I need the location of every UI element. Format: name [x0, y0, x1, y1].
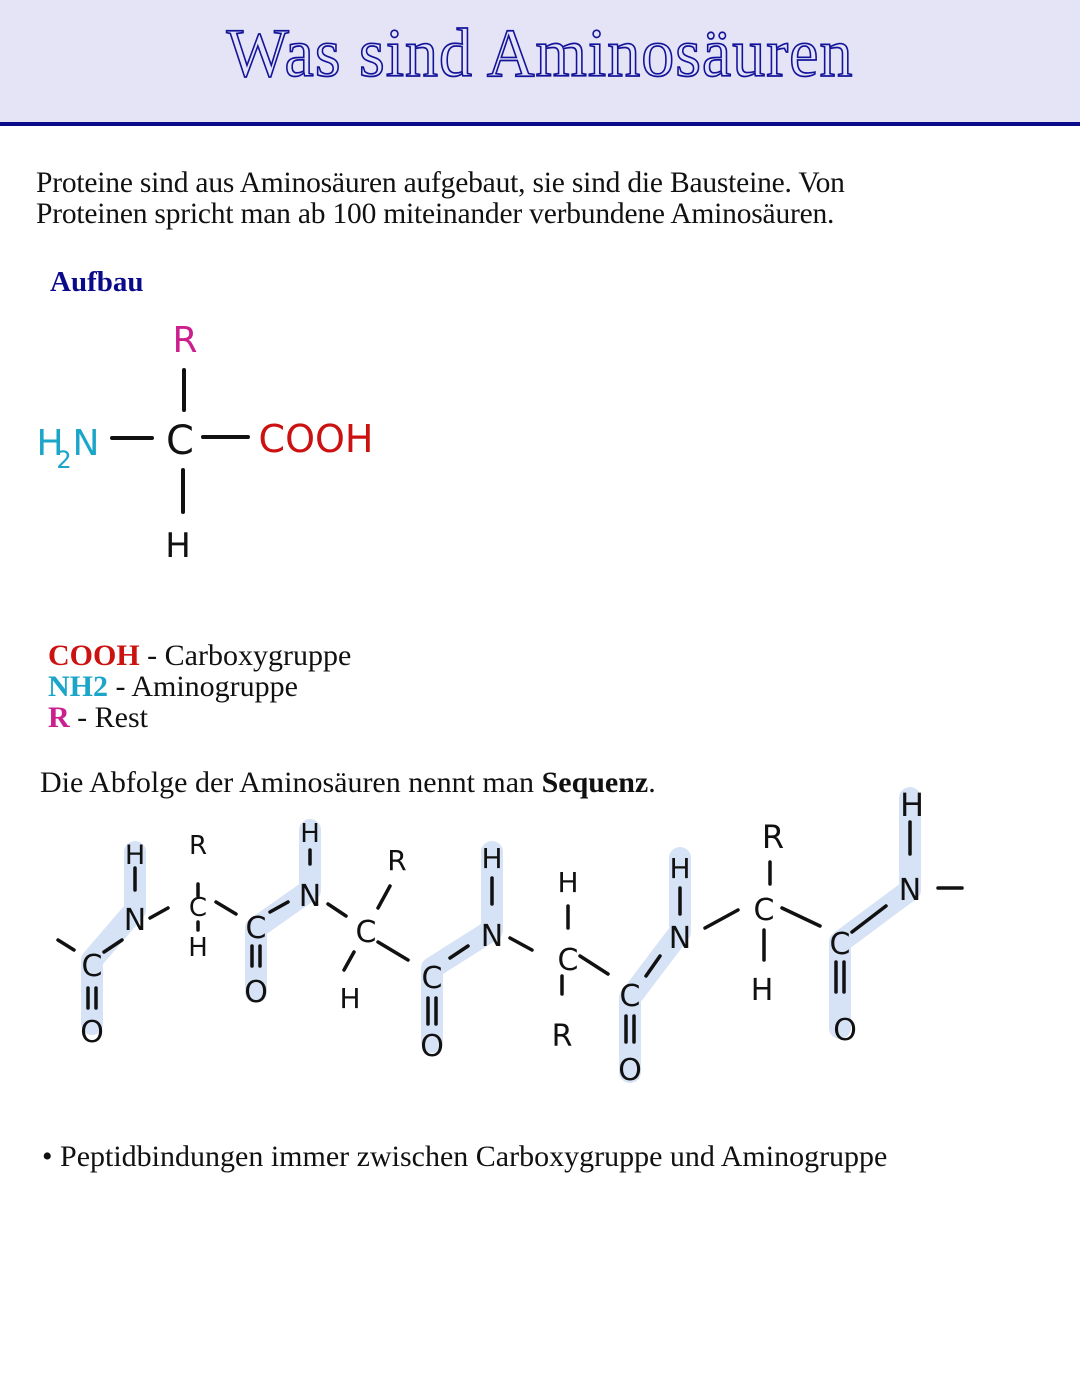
atom-h: H: [557, 866, 578, 899]
atom-n: N: [299, 879, 321, 914]
functional-group-legend: COOH - Carboxygruppe NH2 - Aminogruppe R…: [48, 640, 351, 733]
legend-item-amino: NH2 - Aminogruppe: [48, 671, 351, 702]
atom-c: C: [830, 927, 851, 962]
atom-n: N: [124, 903, 146, 938]
atom-h: H: [188, 933, 208, 963]
peptide-chain-diagram: C O N H C R H C O N H C R H C O N H C H …: [56, 786, 964, 1088]
page-title: Was sind Aminosäuren: [226, 14, 854, 92]
atom-r: R: [762, 818, 784, 856]
atom-h: H: [339, 982, 360, 1015]
intro-line-1: Proteine sind aus Aminosäuren aufgebaut,…: [36, 167, 845, 199]
amino-acid-structure-diagram: R H 2 N C COOH H: [36, 320, 374, 566]
bullet-text: Peptidbindungen immer zwischen Carboxygr…: [60, 1140, 888, 1173]
legend-item-rest: R - Rest: [48, 702, 351, 733]
legend-key-r: R: [48, 701, 70, 734]
atom-c: C: [620, 979, 641, 1014]
sequence-period: .: [648, 766, 656, 799]
structure-sub-2: 2: [56, 446, 71, 474]
structure-n-label: N: [73, 423, 100, 464]
atom-labels: C O N H C R H C O N H C R H C O N H C H …: [80, 786, 924, 1088]
atom-o: O: [80, 1015, 104, 1050]
atom-h: H: [900, 786, 924, 824]
legend-key-cooh: COOH: [48, 639, 140, 672]
atom-n: N: [481, 919, 503, 954]
atom-h: H: [481, 842, 502, 875]
atom-c: C: [246, 911, 267, 946]
structure-cooh-label: COOH: [259, 417, 374, 461]
atom-c: C: [422, 961, 443, 996]
legend-label-amino: Aminogruppe: [131, 670, 298, 703]
bullet-item: • Peptidbindungen immer zwischen Carboxy…: [42, 1140, 887, 1174]
atom-o: O: [244, 975, 268, 1010]
atom-o: O: [833, 1013, 857, 1048]
sequence-sentence: Die Abfolge der Aminosäuren nennt man Se…: [40, 766, 656, 800]
legend-label-carboxy: Carboxygruppe: [164, 639, 352, 672]
atom-c: C: [82, 949, 103, 984]
atom-h: H: [300, 819, 320, 849]
atom-c: C: [189, 893, 207, 923]
structure-c-label: C: [166, 418, 194, 464]
legend-key-nh2: NH2: [48, 670, 108, 703]
atom-r: R: [387, 844, 406, 877]
structure-r-label: R: [172, 320, 197, 361]
bond-lines: [56, 820, 964, 1044]
intro-line-2: Proteinen spricht man ab 100 miteinander…: [36, 198, 835, 230]
atom-h: H: [669, 852, 690, 885]
legend-dash: -: [108, 670, 132, 703]
legend-label-rest: Rest: [94, 701, 149, 734]
atom-c: C: [754, 893, 775, 928]
atom-n: N: [899, 873, 921, 908]
sequence-text: Die Abfolge der Aminosäuren nennt man: [40, 766, 542, 799]
atom-o: O: [618, 1053, 642, 1088]
legend-dash: -: [139, 639, 165, 672]
atom-r: R: [552, 1019, 573, 1054]
bullet-list: • Peptidbindungen immer zwischen Carboxy…: [42, 1140, 887, 1174]
structure-h-label: H: [36, 423, 63, 464]
atom-h: H: [751, 973, 774, 1008]
atom-c: C: [356, 915, 377, 950]
section-heading-aufbau: Aufbau: [50, 266, 144, 298]
legend-dash: -: [69, 701, 95, 734]
intro-paragraph: Proteine sind aus Aminosäuren aufgebaut,…: [36, 168, 996, 230]
atom-h: H: [125, 840, 145, 871]
page-header: Was sind Aminosäuren: [0, 0, 1080, 126]
atom-c: C: [558, 943, 579, 978]
atom-r: R: [189, 831, 207, 861]
atom-n: N: [669, 921, 691, 956]
atom-o: O: [420, 1029, 444, 1064]
legend-item-carboxy: COOH - Carboxygruppe: [48, 640, 351, 671]
sequence-bold-word: Sequenz: [541, 766, 649, 799]
structure-bottom-h-label: H: [165, 526, 191, 566]
bullet-dot: •: [42, 1140, 53, 1173]
